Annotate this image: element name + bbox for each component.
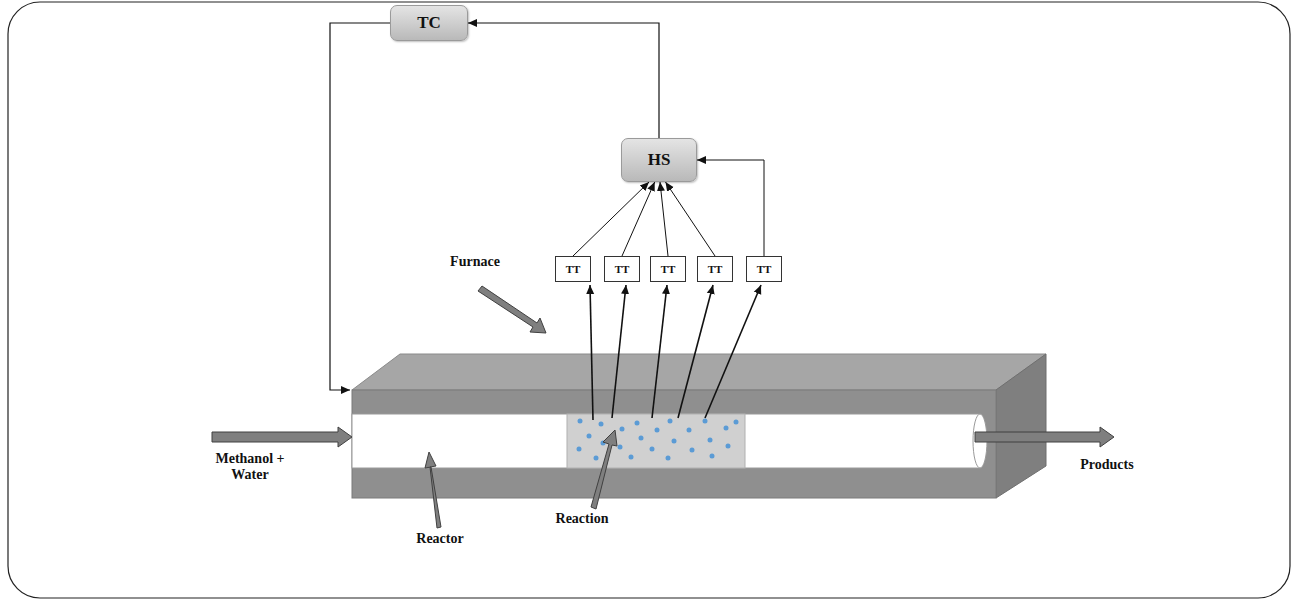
- furnace-pointer: [478, 286, 546, 333]
- catalyst-dots: [577, 419, 739, 461]
- transmitter-box: TT: [746, 256, 782, 282]
- signal-connector: [622, 182, 655, 256]
- transmitter-box: TT: [555, 256, 591, 282]
- signal-connector: [468, 23, 659, 138]
- furnace-front: [352, 390, 996, 498]
- node-label: TT: [615, 263, 630, 275]
- part-label: Reaction: [545, 511, 619, 527]
- sensor-leads: [590, 285, 761, 420]
- part-label: Reactor: [405, 531, 475, 547]
- product-arrow: [975, 427, 1114, 447]
- node-label: HS: [648, 150, 671, 170]
- furnace-side: [996, 354, 1046, 498]
- part-label: Furnace: [440, 254, 510, 270]
- controller-box: TC: [390, 5, 468, 41]
- node-label: TT: [757, 263, 772, 275]
- control-signal-line: [330, 23, 390, 390]
- signal-connector: [697, 160, 764, 256]
- node-label: TT: [661, 263, 676, 275]
- transmitter-box: TT: [650, 256, 686, 282]
- signal-connector: [573, 182, 649, 256]
- node-label: TT: [708, 263, 723, 275]
- selector-box: HS: [621, 138, 697, 182]
- signal-connector: [660, 182, 668, 256]
- transmitter-box: TT: [697, 256, 733, 282]
- furnace-top: [352, 354, 1046, 390]
- feed-arrow: [212, 427, 352, 447]
- reaction-zone: [567, 414, 745, 468]
- reaction-pointer: [591, 430, 617, 509]
- stream-label: Products: [1072, 457, 1142, 473]
- transmitter-box: TT: [604, 256, 640, 282]
- signal-connector: [666, 182, 716, 256]
- stream-label: Methanol + Water: [205, 451, 295, 483]
- node-label: TT: [566, 263, 581, 275]
- node-label: TC: [417, 13, 441, 33]
- reactor-pointer: [425, 452, 441, 528]
- frame: [8, 2, 1290, 598]
- reactor-tube: [352, 414, 980, 468]
